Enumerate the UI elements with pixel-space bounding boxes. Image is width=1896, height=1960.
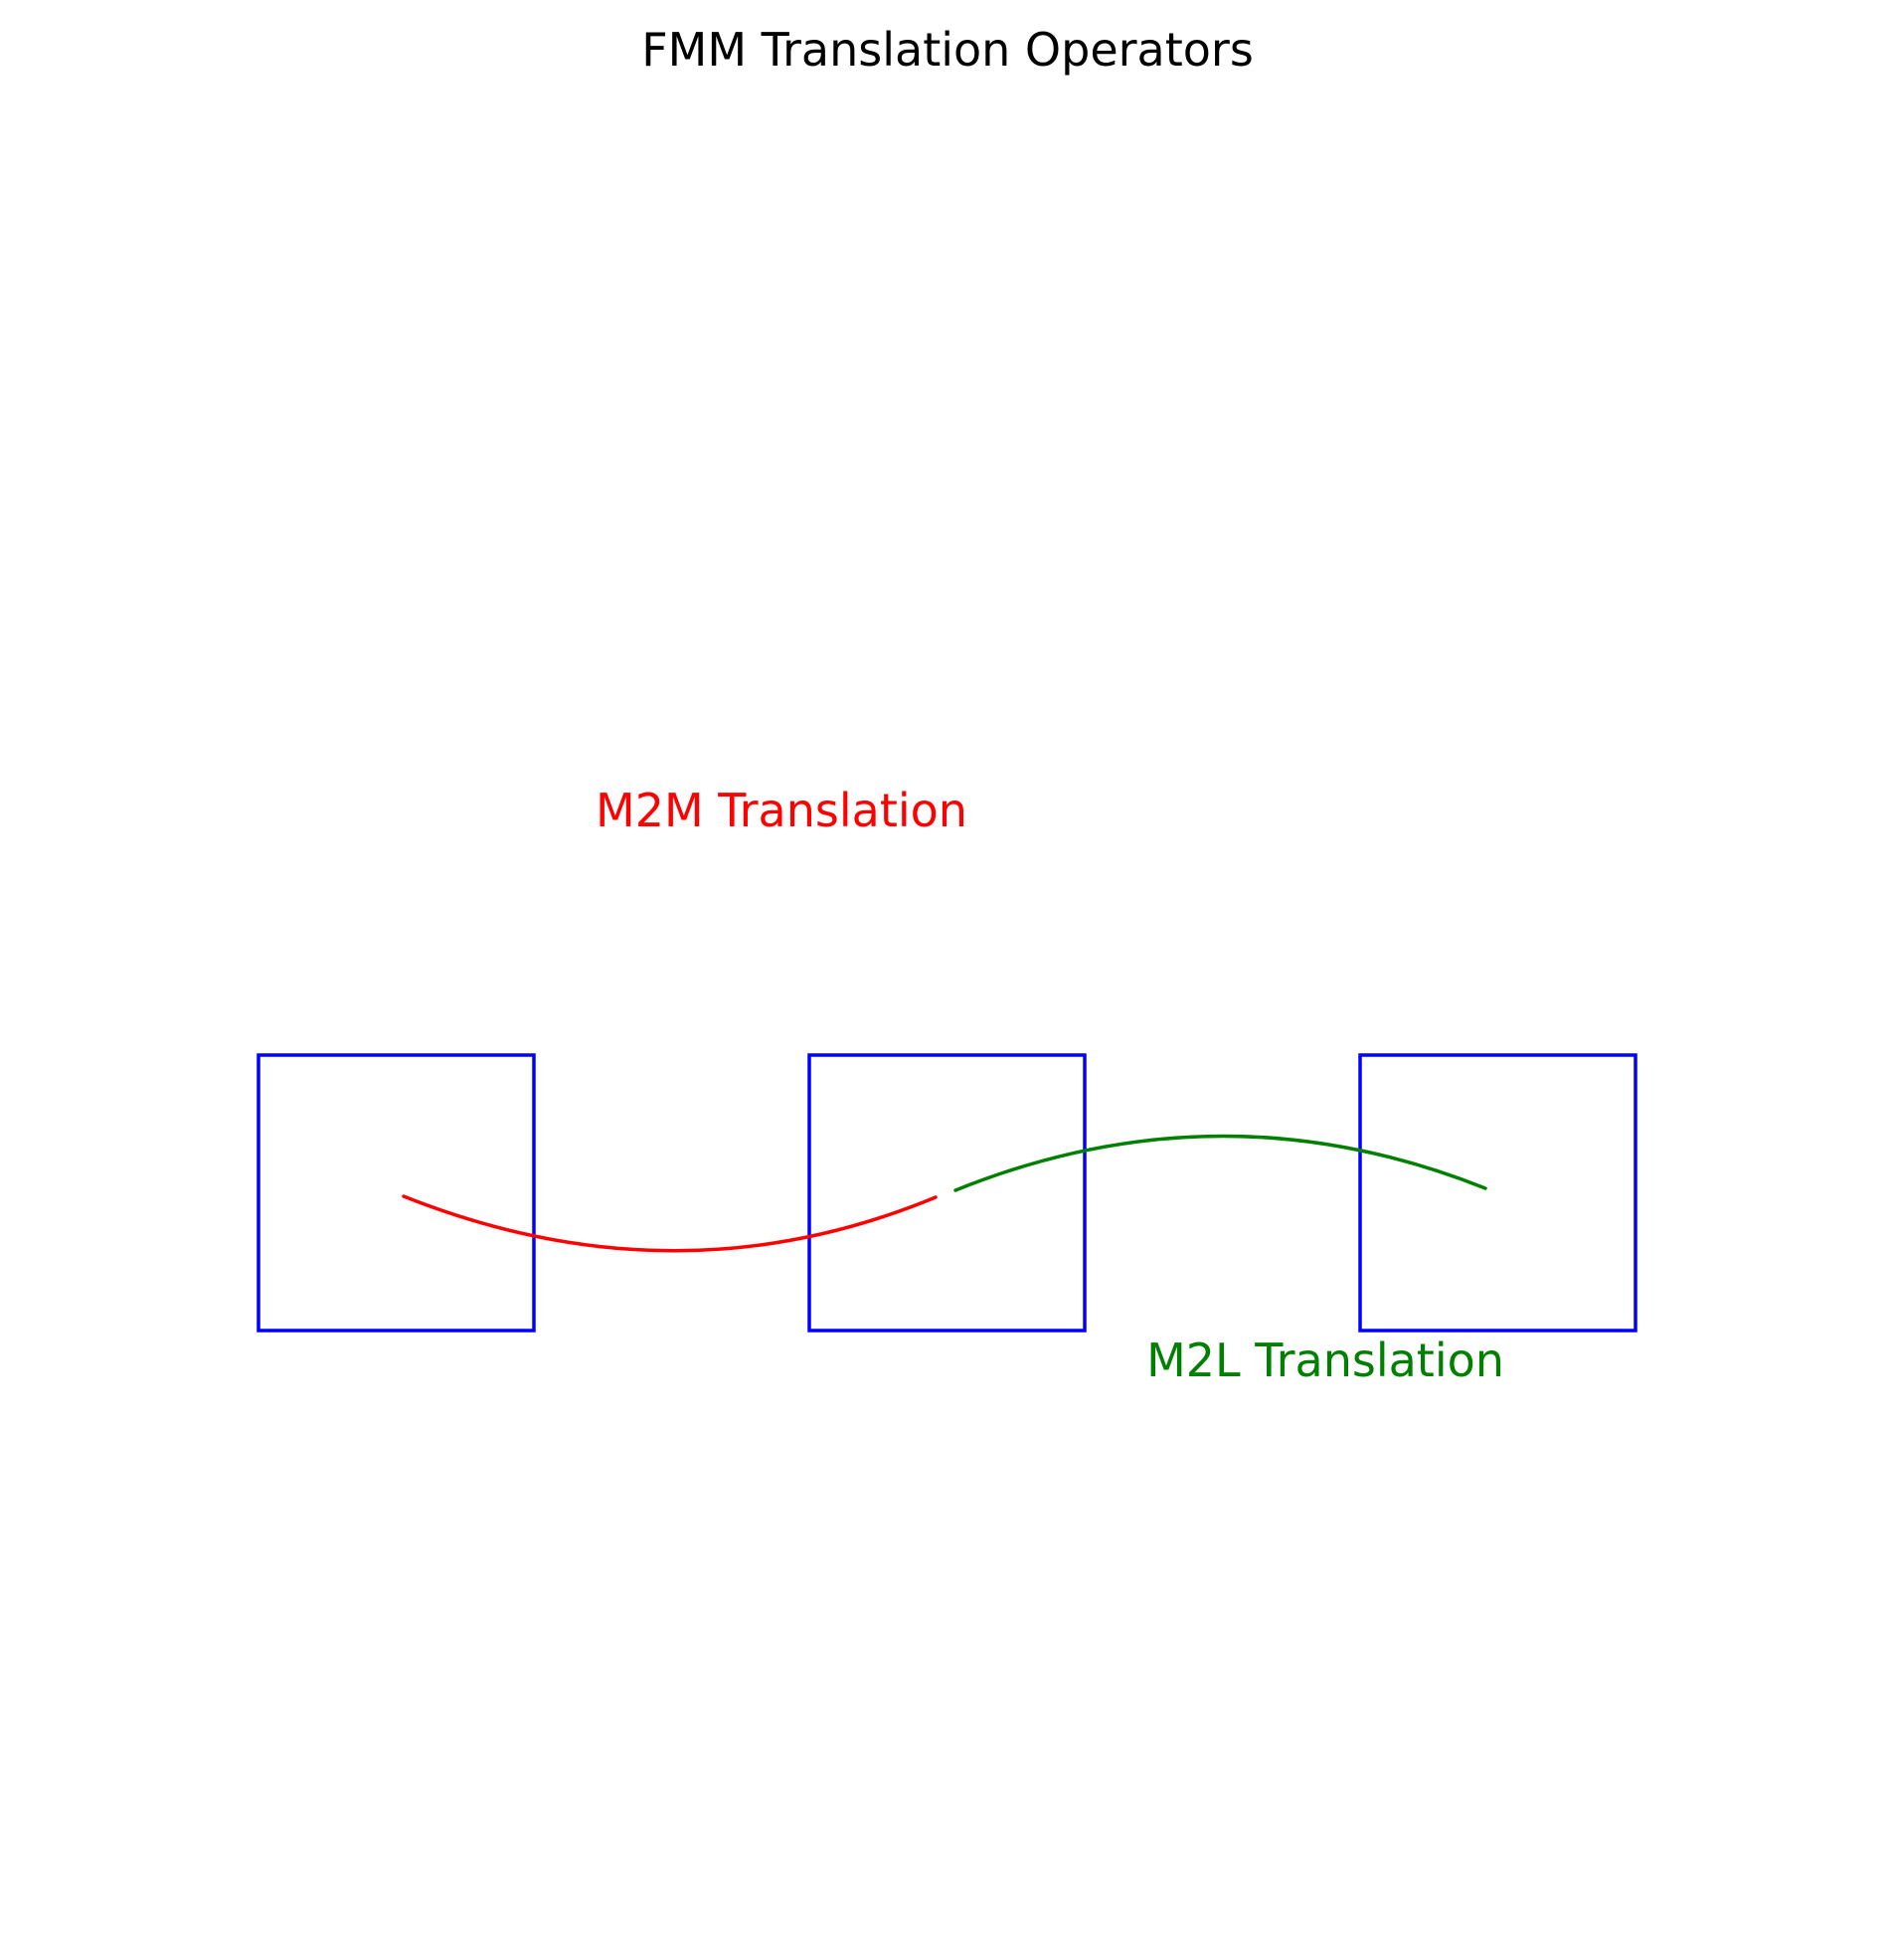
box-middle: [807, 1053, 1087, 1333]
box-right: [1358, 1053, 1637, 1333]
m2m-translation-label: M2M Translation: [596, 784, 967, 837]
diagram-title: FMM Translation Operators: [641, 23, 1254, 77]
box-left: [257, 1053, 536, 1333]
m2l-translation-arc: [953, 1134, 1487, 1192]
m2l-translation-label: M2L Translation: [1146, 1334, 1504, 1387]
m2m-translation-arc: [402, 1194, 938, 1253]
